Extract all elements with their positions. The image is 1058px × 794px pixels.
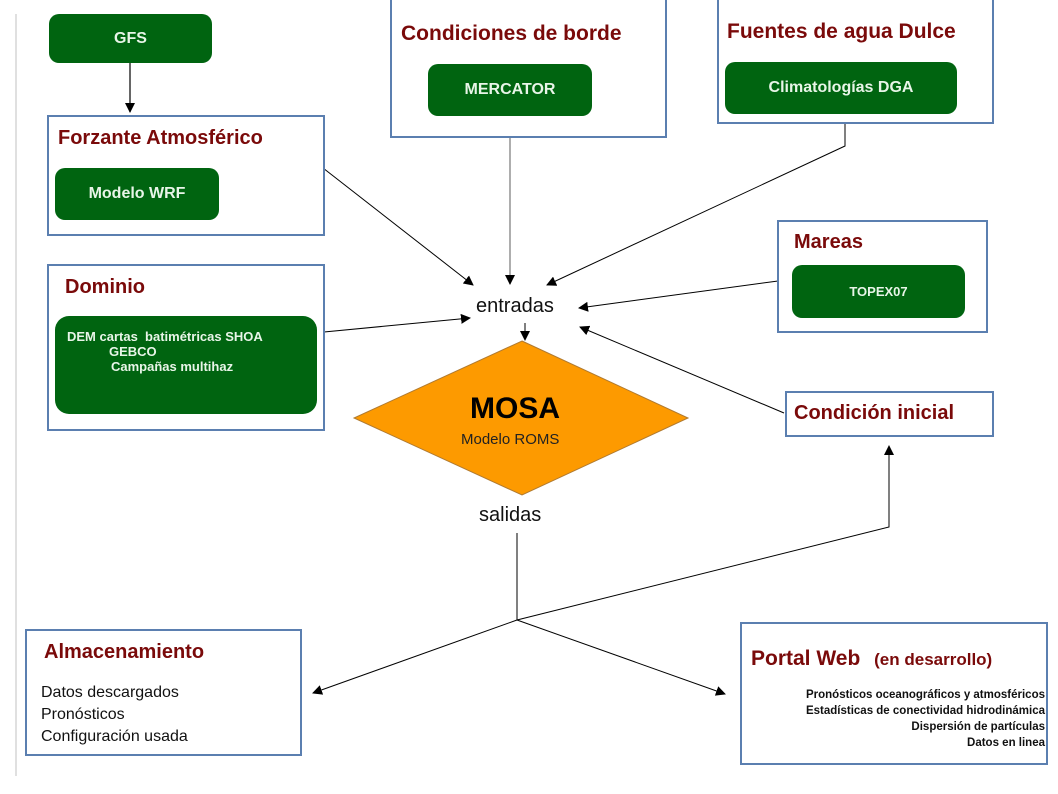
condiciones-borde-title: Condiciones de borde xyxy=(401,22,622,45)
portal-web-list: Pronósticos oceanográficos y atmosférico… xyxy=(806,687,1045,751)
mosa-title: MOSA xyxy=(470,392,560,425)
portal-web-item: Dispersión de partículas xyxy=(911,721,1045,733)
almacenamiento-group[interactable] xyxy=(25,629,302,756)
edge-condicion-entradas xyxy=(579,325,785,414)
modelo-wrf-node[interactable]: Modelo WRF xyxy=(55,168,219,220)
mercator-label: MERCATOR xyxy=(464,81,556,98)
condicion-inicial-title: Condición inicial xyxy=(794,402,955,424)
page-margin-rule xyxy=(15,14,17,776)
almacenamiento-item: Configuración usada xyxy=(41,728,188,745)
edge-forzante-entradas xyxy=(322,167,474,286)
dominio-source-dem: DEM cartas batimétricas SHOA xyxy=(67,329,263,344)
forzante-atmosferico-title: Forzante Atmosférico xyxy=(58,127,263,149)
portal-web-item: Datos en linea xyxy=(967,737,1045,749)
almacenamiento-item: Datos descargados xyxy=(41,684,179,701)
edge-salidas-almacenamiento xyxy=(312,619,518,695)
almacenamiento-title: Almacenamiento xyxy=(44,641,205,663)
portal-web-item: Estadísticas de conectividad hidrodinámi… xyxy=(805,705,1045,717)
topex07-node[interactable]: TOPEX07 xyxy=(792,265,965,318)
salidas-label: salidas xyxy=(479,504,542,526)
modelo-wrf-label: Modelo WRF xyxy=(88,185,186,202)
portal-web-group[interactable] xyxy=(740,622,1048,765)
entradas-label: entradas xyxy=(476,295,554,317)
climatologias-dga-node[interactable]: Climatologías DGA xyxy=(725,62,957,114)
almacenamiento-item: Pronósticos xyxy=(41,706,125,723)
gfs-label: GFS xyxy=(114,29,147,47)
edge-fuentes-entradas xyxy=(546,124,846,286)
edge-dominio-entradas xyxy=(323,313,471,333)
fuentes-agua-dulce-title: Fuentes de agua Dulce xyxy=(727,20,956,43)
portal-web-item: Pronósticos oceanográficos y atmosférico… xyxy=(805,689,1045,701)
dominio-source-gebco: GEBCO xyxy=(109,344,157,359)
mosa-subtitle: Modelo ROMS xyxy=(461,431,560,448)
portal-web-title-text: Portal Web xyxy=(751,647,861,670)
almacenamiento-list: Datos descargados Pronósticos Configurac… xyxy=(41,682,188,748)
portal-web-title: Portal Web (en desarrollo) xyxy=(751,647,992,671)
gfs-node[interactable]: GFS xyxy=(49,14,212,63)
mercator-node[interactable]: MERCATOR xyxy=(428,64,592,116)
mosa-diamond[interactable] xyxy=(352,340,690,496)
edge-mareas-entradas xyxy=(578,280,779,312)
dominio-source-multihaz: Campañas multihaz xyxy=(111,359,234,374)
climatologias-dga-label: Climatologías DGA xyxy=(768,79,914,96)
condicion-inicial-node[interactable] xyxy=(785,391,994,437)
edge-salidas-portal xyxy=(516,619,726,696)
topex07-label: TOPEX07 xyxy=(849,284,908,299)
dominio-sources-node[interactable]: DEM cartas batimétricas SHOA GEBCO Campa… xyxy=(55,316,317,414)
dominio-title: Dominio xyxy=(65,276,145,298)
mareas-title: Mareas xyxy=(794,231,863,253)
portal-web-title-note: (en desarrollo) xyxy=(874,650,993,669)
edge-salidas-condicion xyxy=(516,445,894,621)
